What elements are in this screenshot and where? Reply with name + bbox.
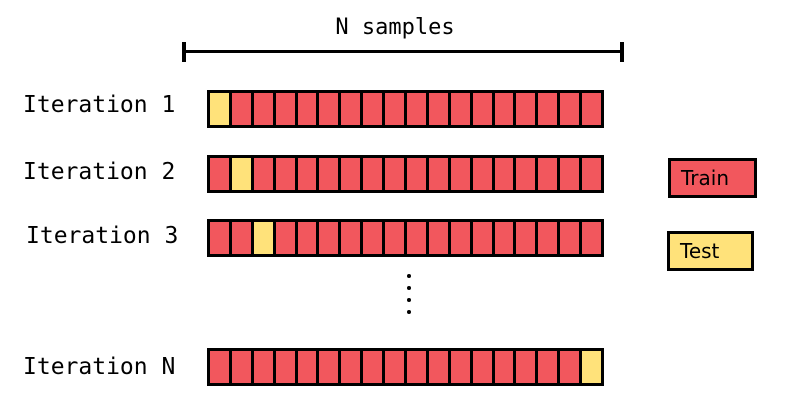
train-fold-cell [253,93,273,125]
train-fold-cell [275,351,295,383]
ellipsis-dot [407,286,411,290]
train-fold-cell [538,351,558,383]
train-fold-cell [231,222,251,254]
test-fold-cell [231,158,251,190]
train-fold-cell [253,158,273,190]
train-fold-cell [297,93,317,125]
train-fold-cell [210,158,229,190]
train-fold-cell [231,93,251,125]
legend-train-label: Train [681,166,729,190]
train-fold-cell [275,93,295,125]
train-fold-cell [385,351,405,383]
iteration-label-1: Iteration 1 [23,92,176,118]
train-fold-cell [472,158,492,190]
train-fold-cell [428,158,448,190]
test-fold-cell [210,93,229,125]
n-samples-span-cap-left [182,42,186,62]
train-fold-cell [582,222,602,254]
train-fold-cell [472,93,492,125]
iteration-strip-2 [207,155,604,193]
legend-train: Train [668,158,757,198]
train-fold-cell [582,93,602,125]
train-fold-cell [516,93,536,125]
train-fold-cell [407,351,426,383]
train-fold-cell [450,222,470,254]
train-fold-cell [319,222,339,254]
legend-test: Test [667,231,754,271]
ellipsis-dot [407,310,411,314]
train-fold-cell [407,222,426,254]
iteration-label-2: Iteration 2 [23,159,176,185]
train-fold-cell [341,158,361,190]
train-fold-cell [319,158,339,190]
train-fold-cell [428,351,448,383]
train-fold-cell [363,222,383,254]
iteration-strip-1 [207,90,604,128]
n-samples-label: N samples [335,15,455,40]
train-fold-cell [428,93,448,125]
train-fold-cell [428,222,448,254]
train-fold-cell [450,158,470,190]
train-fold-cell [319,351,339,383]
train-fold-cell [516,351,536,383]
train-fold-cell [297,222,317,254]
train-fold-cell [494,93,514,125]
iteration-strip-n [207,348,604,386]
train-fold-cell [210,351,229,383]
train-fold-cell [538,158,558,190]
train-fold-cell [275,222,295,254]
train-fold-cell [472,222,492,254]
train-fold-cell [210,222,229,254]
train-fold-cell [385,158,405,190]
train-fold-cell [341,93,361,125]
train-fold-cell [275,158,295,190]
train-fold-cell [253,351,273,383]
train-fold-cell [516,158,536,190]
train-fold-cell [385,93,405,125]
legend-test-label: Test [680,239,720,263]
train-fold-cell [560,222,580,254]
train-fold-cell [516,222,536,254]
iteration-label-3: Iteration 3 [26,223,179,249]
train-fold-cell [297,158,317,190]
ellipsis-dot [407,298,411,302]
train-fold-cell [582,158,602,190]
train-fold-cell [450,351,470,383]
train-fold-cell [363,93,383,125]
train-fold-cell [560,351,580,383]
train-fold-cell [538,93,558,125]
iteration-label-n: Iteration N [23,354,176,380]
train-fold-cell [363,351,383,383]
train-fold-cell [297,351,317,383]
train-fold-cell [407,158,426,190]
n-samples-span-cap-right [620,42,624,62]
train-fold-cell [341,222,361,254]
train-fold-cell [472,351,492,383]
train-fold-cell [319,93,339,125]
train-fold-cell [341,351,361,383]
iteration-strip-3 [207,219,604,257]
n-samples-span-line [184,50,624,53]
train-fold-cell [538,222,558,254]
test-fold-cell [582,351,602,383]
train-fold-cell [494,158,514,190]
ellipsis-dots [404,274,414,314]
train-fold-cell [560,158,580,190]
train-fold-cell [560,93,580,125]
train-fold-cell [385,222,405,254]
train-fold-cell [494,222,514,254]
ellipsis-dot [407,274,411,278]
train-fold-cell [407,93,426,125]
train-fold-cell [363,158,383,190]
test-fold-cell [253,222,273,254]
train-fold-cell [450,93,470,125]
train-fold-cell [494,351,514,383]
train-fold-cell [231,351,251,383]
